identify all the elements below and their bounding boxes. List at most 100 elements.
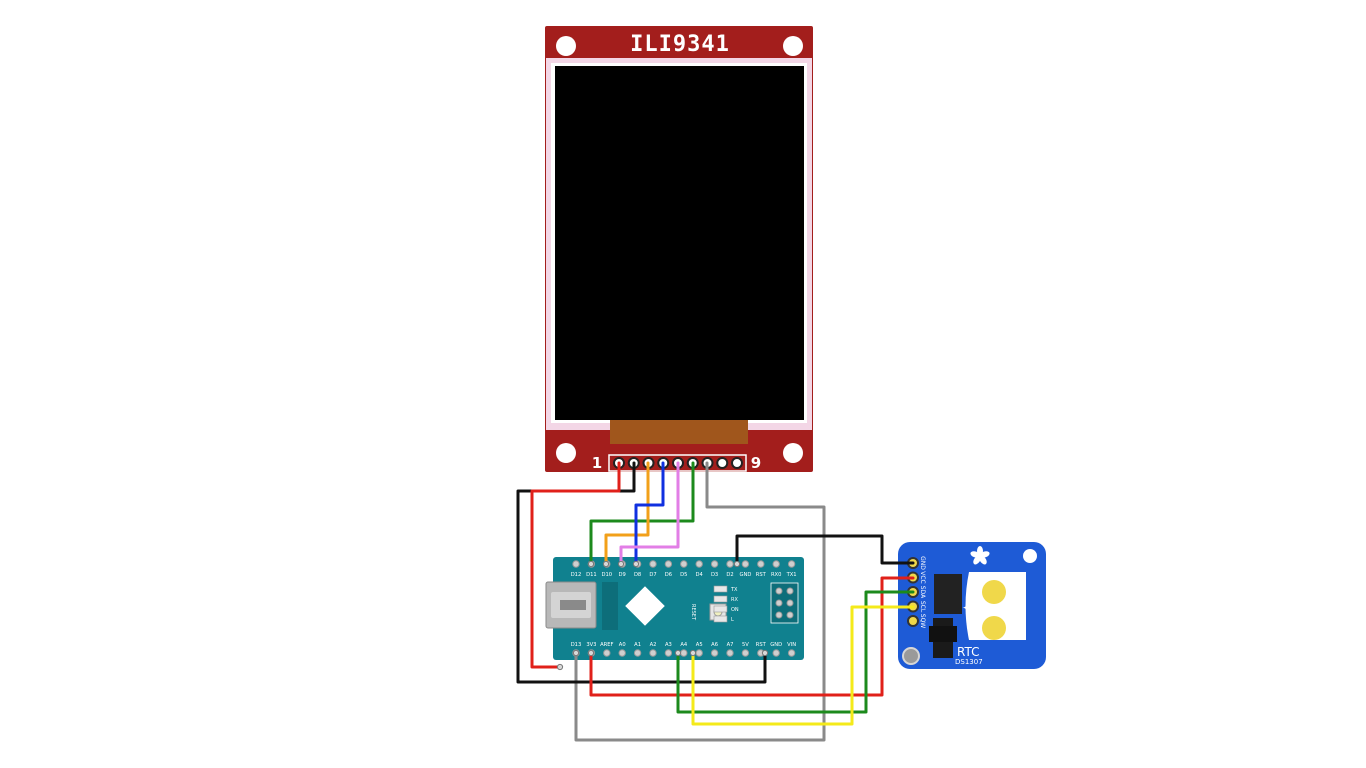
adafruit-flower-icon bbox=[970, 546, 990, 565]
status-led bbox=[713, 585, 728, 593]
nano-top-pin-label: D2 bbox=[726, 572, 733, 578]
wire bbox=[691, 605, 915, 726]
nano-top-pin bbox=[757, 560, 765, 568]
nano-bottom-pin bbox=[649, 649, 657, 657]
wire-end bbox=[761, 649, 769, 657]
nano-top-pin bbox=[741, 560, 750, 568]
nano-top-pin-label: D5 bbox=[680, 572, 687, 578]
rtc-pin-label: SCL bbox=[919, 601, 926, 613]
display-pin bbox=[731, 457, 743, 469]
nano-top-pin-label: D11 bbox=[586, 572, 597, 578]
wires bbox=[516, 461, 915, 742]
ds1307-chip bbox=[934, 574, 962, 614]
nano-bottom-pin bbox=[726, 649, 734, 657]
wire-end bbox=[617, 560, 625, 568]
nano-bottom-pin bbox=[680, 649, 688, 657]
mounting-hole-icon bbox=[783, 443, 803, 463]
mounting-hole-icon bbox=[1023, 549, 1037, 563]
mounting-hole-icon bbox=[556, 36, 576, 56]
nano-bottom-pin bbox=[710, 649, 719, 657]
wire bbox=[516, 461, 767, 684]
nano-bottom-pin bbox=[695, 649, 703, 657]
wire bbox=[634, 461, 665, 566]
display-screen bbox=[555, 66, 804, 420]
nano-bottom-pin-label: A3 bbox=[665, 642, 672, 648]
nano-bottom-pin-label: AREF bbox=[600, 642, 613, 648]
wire bbox=[676, 590, 915, 714]
nano-top-pin bbox=[649, 560, 657, 568]
status-led bbox=[713, 595, 728, 603]
wire-end bbox=[587, 560, 595, 568]
star-icon: ✦ bbox=[962, 601, 972, 615]
icsp-pins bbox=[775, 587, 794, 619]
nano-bottom-pin-label: A5 bbox=[696, 642, 703, 648]
wire bbox=[735, 534, 915, 566]
display-header-pins bbox=[613, 457, 743, 469]
rtc-label: RTC bbox=[957, 645, 979, 659]
icsp-pin bbox=[786, 599, 794, 607]
wire bbox=[574, 461, 826, 742]
nano-top-pin-label: D9 bbox=[619, 572, 626, 578]
nano-bottom-pin-label: A4 bbox=[680, 642, 688, 648]
icsp-pin bbox=[786, 611, 794, 619]
nano-bottom-pin bbox=[618, 649, 626, 657]
display-flex-connector bbox=[610, 420, 748, 444]
nano-bottom-pin-label: RST bbox=[756, 642, 767, 648]
nano-top-pin-label: RST bbox=[756, 572, 767, 578]
rtc-chip-label: DS1307 bbox=[955, 658, 983, 666]
wire-end bbox=[733, 560, 741, 568]
nano-top-pin-label: D4 bbox=[696, 572, 704, 578]
nano-top-pin bbox=[726, 560, 734, 568]
nano-bottom-pin-label: GND bbox=[770, 642, 782, 648]
wire-end bbox=[602, 560, 610, 568]
rtc-pin-label: VCC bbox=[919, 571, 926, 583]
icsp-pin bbox=[775, 587, 783, 595]
arduino-logo-icon bbox=[625, 586, 665, 626]
rtc-pin bbox=[907, 615, 919, 627]
nano-bottom-pin bbox=[772, 649, 780, 657]
nano-bottom-pin bbox=[741, 649, 750, 657]
nano-top-pin-label: D8 bbox=[634, 572, 641, 578]
nano-top-pin-label: D6 bbox=[665, 572, 672, 578]
wire-end bbox=[587, 649, 595, 657]
nano-ic-chip bbox=[602, 582, 618, 630]
nano-bottom-pin-label: D13 bbox=[571, 642, 582, 648]
wire-end bbox=[572, 649, 580, 657]
status-led bbox=[713, 615, 728, 623]
led-label: L bbox=[731, 617, 734, 623]
wire bbox=[589, 461, 695, 566]
nano-top-pin bbox=[710, 560, 719, 568]
usb-slot bbox=[560, 600, 586, 610]
coin-battery-holder bbox=[965, 572, 1026, 640]
nano-top-pin bbox=[695, 560, 703, 568]
nano-top-pin-label: RX0 bbox=[771, 572, 781, 578]
nano-top-pin-label: D10 bbox=[601, 572, 612, 578]
nano-bottom-pin bbox=[633, 649, 642, 657]
led-label: ON bbox=[731, 607, 739, 613]
nano-bottom-pin bbox=[664, 649, 673, 657]
nano-bottom-pin-label: A6 bbox=[711, 642, 718, 648]
icsp-pin bbox=[775, 611, 783, 619]
rtc-pin-label: SDA bbox=[919, 586, 926, 599]
nano-bottom-pin bbox=[787, 649, 796, 657]
nano-top-pin bbox=[787, 560, 796, 568]
nano-top-pin bbox=[572, 560, 580, 568]
icsp-pin bbox=[775, 599, 783, 607]
led-label: RX bbox=[731, 597, 738, 603]
wire-end bbox=[674, 649, 682, 657]
rtc-pin-label: SQW bbox=[919, 614, 926, 629]
nano-bottom-pin-label: A7 bbox=[727, 642, 734, 648]
icsp-pin bbox=[786, 587, 794, 595]
mounting-hole-icon bbox=[556, 443, 576, 463]
wire-end bbox=[689, 649, 697, 657]
nano-bottom-pin-label: VIN bbox=[787, 642, 796, 648]
nano-bottom-pin-label: A1 bbox=[634, 642, 641, 648]
nano-bottom-pin-label: A0 bbox=[619, 642, 626, 648]
wire bbox=[589, 576, 915, 697]
nano-top-pin bbox=[680, 560, 688, 568]
